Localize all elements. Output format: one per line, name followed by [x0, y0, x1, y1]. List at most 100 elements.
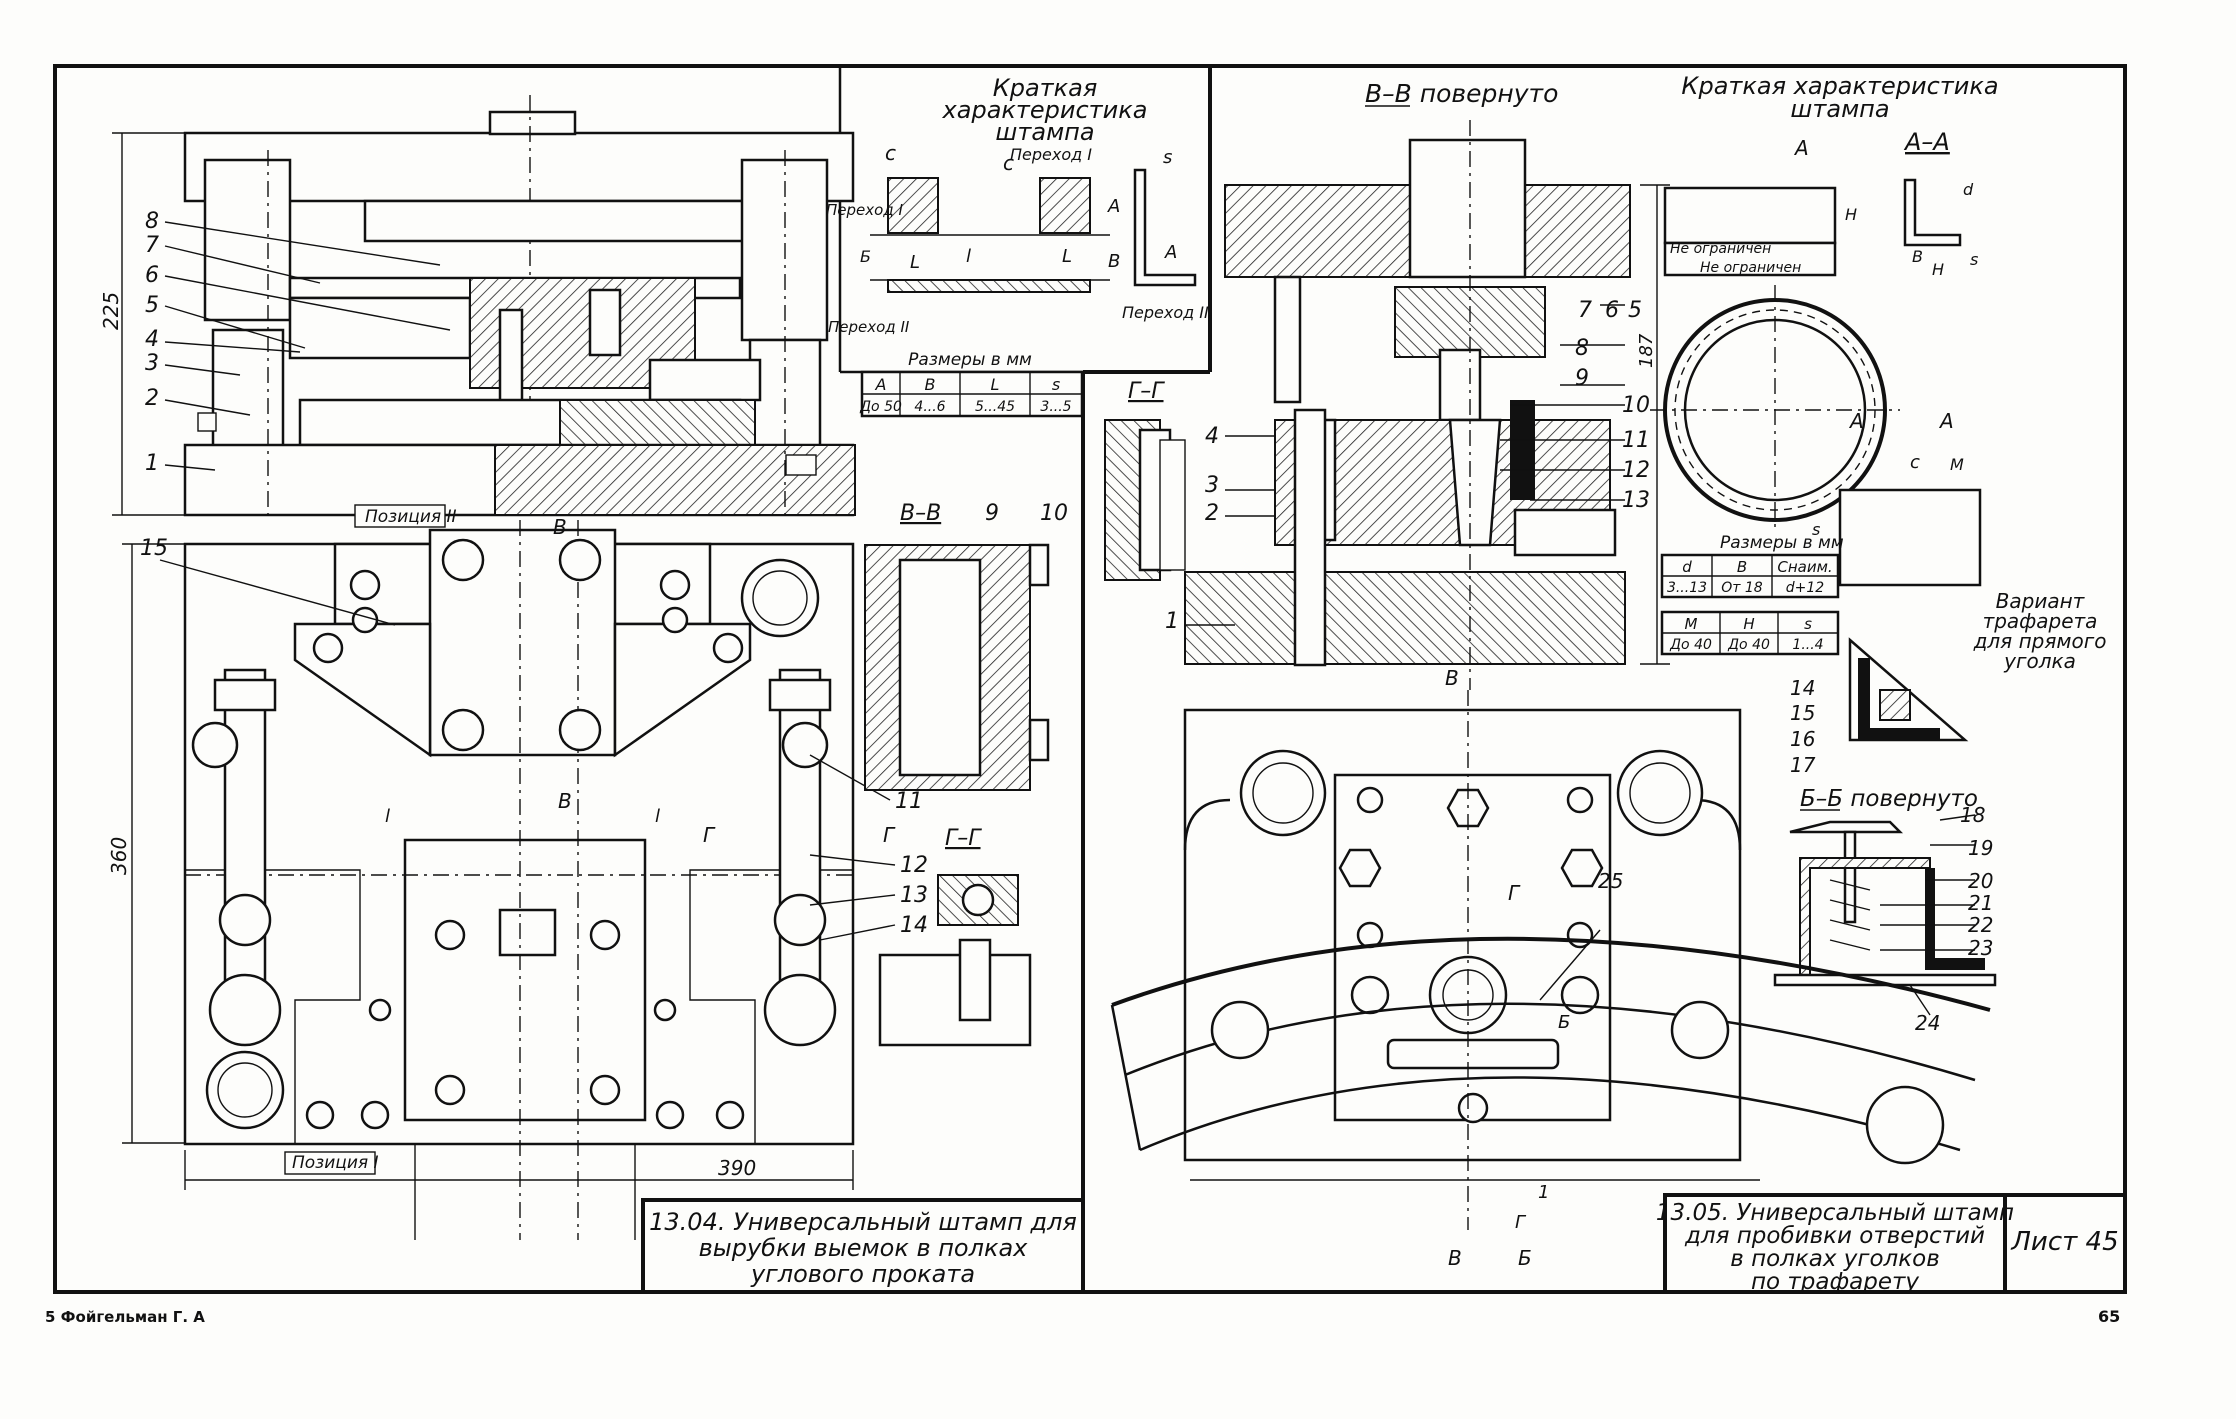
plan-mark-g-1: Г	[703, 823, 716, 847]
left-summary-title-2: характеристика	[942, 96, 1148, 124]
bb-num-22: 22	[1968, 913, 1993, 937]
right-section-vv: В–В повернуто 187 7 6 5 8 9 10 11 12	[1165, 79, 1670, 690]
right-title-line-1: 13.05. Универсальный штамп	[1656, 1200, 2014, 1226]
rplan-mark-b-mid: Б	[1558, 1012, 1570, 1033]
part-7: 7	[145, 233, 159, 258]
right-part-13: 13	[1622, 488, 1650, 513]
bb-num-21: 21	[1968, 891, 1993, 915]
rplan-mark-v-bottom: В	[1448, 1246, 1462, 1270]
right-part-2: 2	[1205, 501, 1219, 526]
dims1-v-c: d+12	[1786, 580, 1825, 596]
plan-part-25: 25	[1598, 869, 1623, 893]
right-section-gg: Г–Г	[1104, 379, 1186, 581]
label-l: l	[966, 246, 971, 267]
variant-num-16: 16	[1790, 727, 1815, 751]
plan-mark-v-bottom: В	[558, 789, 572, 813]
part-11: 11	[895, 789, 923, 814]
left-dims-h-s: s	[1052, 375, 1060, 394]
left-elevation-view: 225	[99, 95, 856, 520]
dims1-h-c: Снаим.	[1777, 558, 1832, 576]
label-s: s	[1163, 147, 1172, 168]
aa-label-s: s	[1970, 250, 1978, 269]
right-summary-title-2: штампа	[1790, 95, 1889, 123]
left-section-gg: Г–Г	[878, 826, 1032, 1047]
dims2-v-s: 1...4	[1792, 637, 1823, 653]
aa-label-d: d	[1963, 180, 1974, 199]
left-dims-v-s: 3...5	[1040, 399, 1071, 415]
dims2-h-s: s	[1804, 615, 1812, 633]
right-plan-view: 25 В Г Б В Б Г 1	[1110, 666, 1991, 1270]
part-5: 5	[145, 293, 159, 318]
left-title-line-1: 13.04. Универсальный штамп для	[649, 1208, 1077, 1236]
label-L2: L	[1062, 246, 1072, 267]
left-dims-h-A: A	[875, 375, 887, 394]
bb-num-24: 24	[1915, 1011, 1940, 1035]
dim-187: 187	[1636, 333, 1657, 368]
section-vv-num-9: 9	[985, 501, 999, 526]
right-title-block: 13.05. Универсальный штамп для пробивки …	[1656, 1193, 2127, 1295]
section-bb-title: Б–Б повернуто	[1800, 786, 1978, 812]
label-transition-1: Переход I	[1010, 145, 1092, 164]
dims1-v-d: 3...13	[1667, 580, 1707, 596]
variant-line-3: для прямого	[1973, 629, 2107, 653]
part-1: 1	[145, 451, 159, 476]
ring-mark-a-2: А	[1938, 409, 1954, 433]
ring-mark-a-1: А	[1848, 409, 1864, 433]
bb-num-20: 20	[1968, 869, 1993, 893]
right-part-9: 9	[1575, 366, 1589, 391]
right-summary-title-1: Краткая характеристика	[1681, 72, 1998, 100]
dim-390: 390	[718, 1156, 756, 1180]
left-dims-v-L: 5...45	[975, 399, 1015, 415]
right-part-5: 5	[1628, 298, 1642, 323]
label-A: A	[1107, 196, 1120, 217]
left-summary-title-1: Краткая	[993, 74, 1098, 102]
footer-author: 5 Фойгельман Г. А	[45, 1308, 205, 1326]
aa-label-H2: Н	[1932, 260, 1944, 279]
left-title-line-2: вырубки выемок в полках	[699, 1234, 1029, 1262]
dims1-h-d: d	[1682, 558, 1692, 576]
part-3: 3	[145, 351, 159, 376]
left-dims-h-B: B	[925, 375, 936, 394]
dims2-v-M: До 40	[1669, 637, 1712, 653]
label-c-2: c	[1003, 151, 1014, 175]
right-dims-table-1	[1660, 553, 1840, 599]
section-vv-title: В–В	[900, 501, 941, 526]
left-dims-v-B: 4...6	[914, 399, 945, 415]
dim-225: 225	[99, 292, 123, 330]
dims2-h-H: Н	[1743, 615, 1754, 633]
right-part-6: 6	[1605, 298, 1619, 323]
sheet-frame	[53, 64, 2127, 1294]
right-part-1: 1	[1165, 609, 1179, 634]
rplan-mark-g-top: Г	[1508, 881, 1521, 905]
part-4: 4	[145, 327, 159, 352]
dims2-h-M: М	[1685, 615, 1698, 633]
right-part-10: 10	[1622, 393, 1650, 418]
bb-num-23: 23	[1968, 936, 1993, 960]
right-section-bb: Б–Б повернуто 18 19 20 21 22 23 24	[1773, 786, 1997, 1035]
variant-line-2: трафарета	[1983, 609, 2098, 633]
part-8: 8	[145, 209, 159, 234]
position-2-label: Позиция II	[365, 507, 457, 527]
position-1-label: Позиция I	[292, 1153, 379, 1173]
right-section-vv-title: В–В повернуто	[1365, 79, 1558, 108]
right-part-11: 11	[1622, 428, 1650, 453]
ring-mark-s: s	[1812, 520, 1820, 539]
aa-label-B: В	[1912, 247, 1923, 266]
variant-line-4: уголка	[2003, 649, 2076, 673]
right-part-4: 4	[1205, 424, 1219, 449]
right-title-line-3: в полках уголков	[1730, 1246, 1940, 1272]
variant-line-1: Вариант	[1996, 589, 2086, 613]
plan-mark-l-2: l	[655, 806, 660, 827]
right-part-8: 8	[1575, 336, 1589, 361]
sheet-label: Лист 45	[2010, 1227, 2118, 1257]
ring-mark-m: М	[1950, 455, 1964, 474]
right-title-line-2: для пробивки отверстий	[1684, 1223, 1985, 1249]
right-summary-block: Краткая характеристика штампа А А–А Н d …	[1650, 72, 2106, 777]
left-dims-h-L: L	[991, 375, 1000, 394]
dims1-h-B: B	[1737, 558, 1747, 576]
rplan-mark-g-bottom: Г	[1515, 1212, 1527, 1233]
label-c-1: c	[885, 141, 896, 165]
left-summary-title-3: штампа	[995, 118, 1094, 146]
rplan-mark-v-top: В	[1445, 666, 1459, 690]
